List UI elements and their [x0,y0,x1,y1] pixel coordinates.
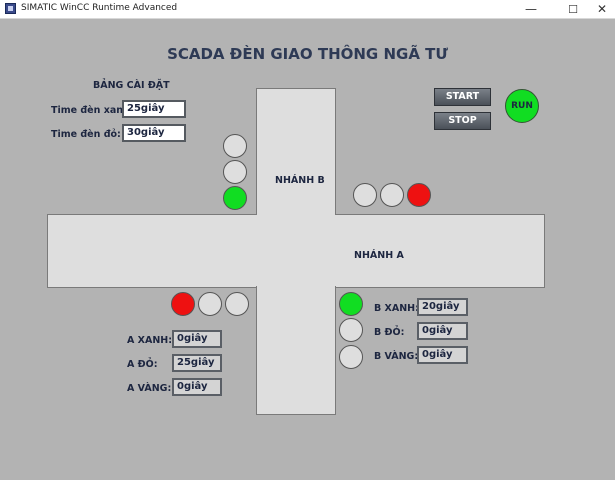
a-red-timer: 25giây [172,354,222,372]
b-yellow-timer: 0giây [417,346,468,364]
b-yellow-label: B VÀNG: [374,351,419,362]
window-titlebar: SIMATIC WinCC Runtime Advanced — ☐ ✕ [0,0,615,19]
a-green-timer: 0giây [172,330,222,348]
maximize-button[interactable]: ☐ [568,2,578,16]
signal-a-west-green-lamp [225,292,249,316]
a-yellow-timer: 0giây [172,378,222,396]
stop-button[interactable]: STOP [434,112,491,130]
start-button[interactable]: START [434,88,491,106]
b-green-label: B XANH: [374,303,419,314]
b-green-timer: 20giây [417,298,468,316]
close-button[interactable]: ✕ [596,2,608,16]
signal-b-south-yellow-lamp [339,345,363,369]
b-red-label: B ĐỎ: [374,327,405,338]
run-indicator: RUN [505,89,539,123]
a-yellow-label: A VÀNG: [127,383,172,394]
minimize-button[interactable]: — [525,2,537,16]
a-green-label: A XANH: [127,335,173,346]
signal-b-north-green-lamp [223,186,247,210]
signal-b-north-yellow-lamp [223,160,247,184]
road-junction-top [257,209,335,221]
red-time-input[interactable]: 30giây [122,124,186,142]
road-branch-a [47,214,545,288]
signal-a-east-green-lamp [353,183,377,207]
red-time-label: Time đèn đỏ: [51,129,121,140]
hmi-screen: SCADA ĐÈN GIAO THÔNG NGÃ TƯ BẢNG CÀI ĐẶT… [0,19,615,480]
signal-a-east-red-lamp [407,183,431,207]
wincc-app-icon [5,3,16,14]
settings-heading: BẢNG CÀI ĐẶT [93,80,170,91]
green-time-input[interactable]: 25giây [122,100,186,118]
branch-a-label: NHÁNH A [354,250,404,261]
road-junction-bottom [257,281,335,293]
signal-a-east-yellow-lamp [380,183,404,207]
signal-a-west-red-lamp [171,292,195,316]
b-red-timer: 0giây [417,322,468,340]
road-branch-b-bottom [256,286,336,415]
signal-b-south-green-lamp [339,292,363,316]
branch-b-label: NHÁNH B [275,175,325,186]
window-title: SIMATIC WinCC Runtime Advanced [21,3,178,13]
a-red-label: A ĐỎ: [127,359,158,370]
signal-a-west-yellow-lamp [198,292,222,316]
page-title: SCADA ĐÈN GIAO THÔNG NGÃ TƯ [167,45,448,63]
green-time-label: Time đèn xanh: [51,105,134,116]
signal-b-south-red-lamp [339,318,363,342]
signal-b-north-red-lamp [223,134,247,158]
road-branch-b-top [256,88,336,216]
